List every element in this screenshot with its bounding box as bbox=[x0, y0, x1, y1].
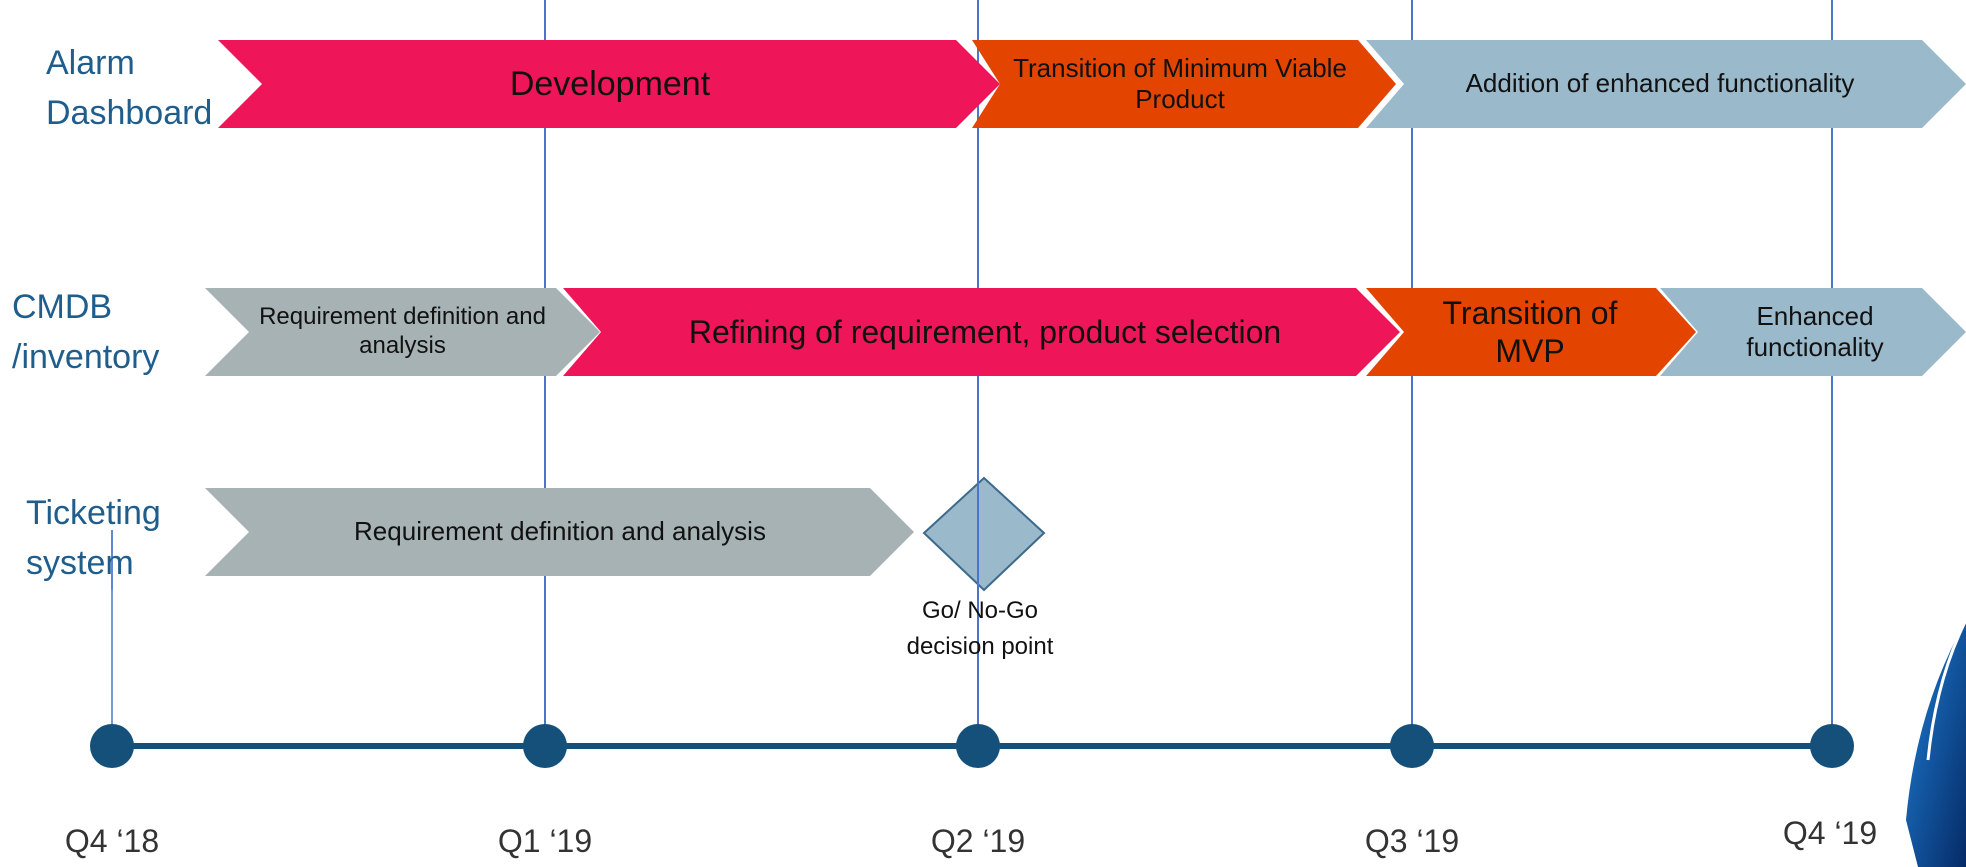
row-label-line: system bbox=[26, 544, 134, 582]
quarter-label: Q2 ‘19 bbox=[930, 823, 1026, 859]
decorative-corner-graphic bbox=[1906, 620, 1966, 867]
bar-label-enhanced-functionality: Addition of enhanced functionality bbox=[1465, 68, 1855, 99]
quarter-label: Q1 ‘19 bbox=[497, 823, 593, 859]
timeline-milestone-dot bbox=[523, 724, 567, 768]
quarter-label: Q3 ‘19 bbox=[1364, 823, 1460, 859]
bar-label-requirement-definition: Requirement definition and analysis bbox=[259, 303, 546, 359]
quarter-label: Q4 ‘19 bbox=[1782, 815, 1878, 851]
row-label-line: /inventory bbox=[12, 338, 160, 376]
timeline-milestone-dot bbox=[1390, 724, 1434, 768]
gantt-bar-requirement bbox=[205, 488, 914, 576]
bar-label-transition-mvp: Transition of MVP bbox=[1442, 294, 1618, 369]
milestone-label-line: Go/ No-Go bbox=[921, 597, 1039, 624]
bar-label-enhanced-functionality: Enhanced functionality bbox=[1746, 300, 1884, 362]
timeline-milestone-dot bbox=[1810, 724, 1854, 768]
bar-label-transition-mvp: Transition of Minimum Viable Product bbox=[1013, 52, 1347, 114]
timeline-milestone-dot bbox=[956, 724, 1000, 768]
row-label-line: Dashboard bbox=[46, 94, 213, 132]
row-label-alarm-dashboard: Alarm Dashboard bbox=[46, 38, 212, 138]
row-label-cmdb-inventory: CMDB /inventory bbox=[12, 282, 159, 382]
gantt-bar-refining bbox=[563, 288, 1400, 376]
gantt-bar-development bbox=[218, 40, 1000, 128]
gantt-bar-enhanced bbox=[1660, 288, 1966, 376]
gantt-bar-transition bbox=[972, 40, 1396, 128]
row-label-ticketing-system: Ticketing system bbox=[26, 488, 161, 588]
diamond-milestone-icon bbox=[922, 476, 1046, 592]
row-label-line: CMDB bbox=[12, 288, 113, 326]
gantt-bar-enhanced bbox=[1366, 40, 1966, 128]
milestone-label: Go/ No-Go decision point bbox=[880, 593, 1080, 665]
gantt-bar-transition bbox=[1366, 288, 1696, 376]
row-label-line: Ticketing bbox=[26, 494, 161, 532]
bar-label-requirement-definition: Requirement definition and analysis bbox=[354, 516, 766, 547]
timeline-milestone-dot bbox=[90, 724, 134, 768]
row-label-line: Alarm bbox=[46, 44, 135, 82]
quarter-label: Q4 ‘18 bbox=[64, 823, 160, 859]
milestone-label-line: decision point bbox=[906, 633, 1054, 660]
bar-label-development: Development bbox=[509, 64, 711, 103]
bar-label-refining-requirement: Refining of requirement, product selecti… bbox=[688, 313, 1282, 350]
gantt-bar-requirement bbox=[205, 288, 600, 376]
